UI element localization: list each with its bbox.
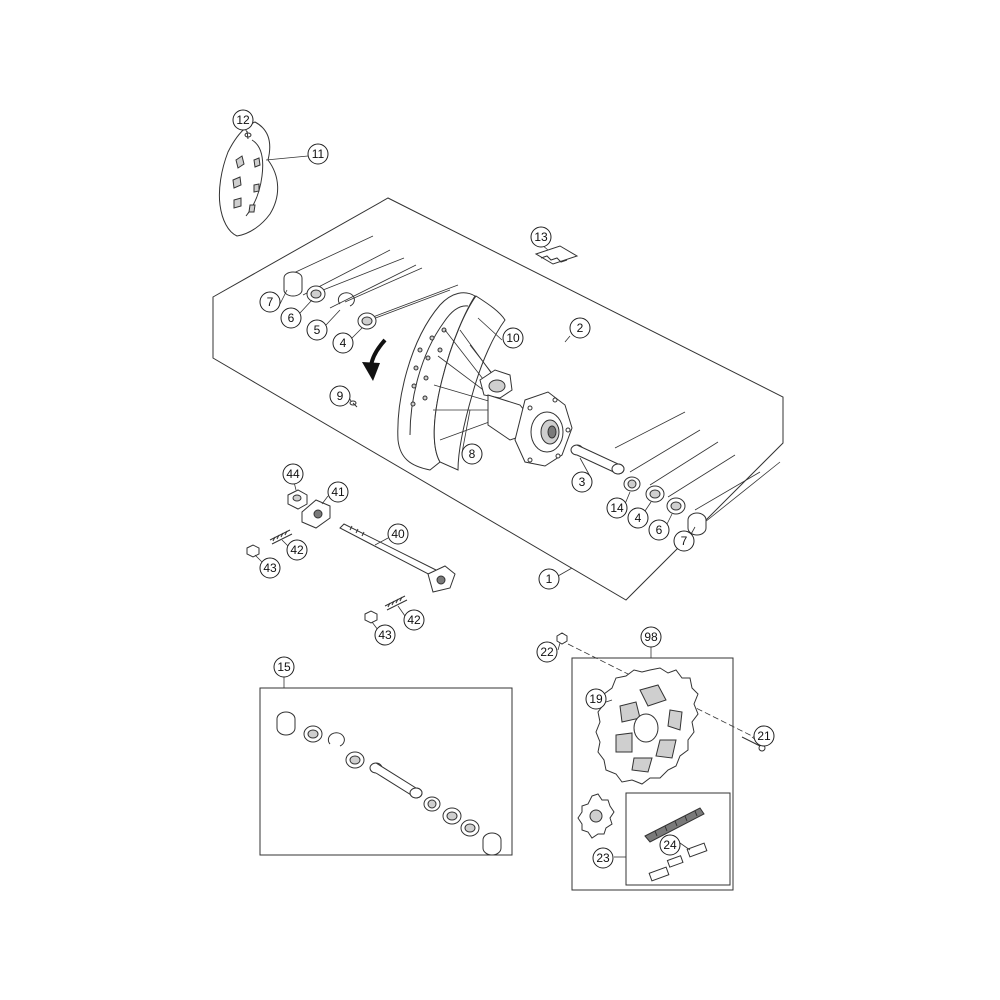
callout-42b: 42 [403,609,425,631]
callout-1: 1 [538,568,560,590]
svg-text:8: 8 [469,447,476,461]
svg-text:40: 40 [391,527,405,541]
valve-screw [349,400,358,408]
svg-text:24: 24 [663,838,677,852]
callout-5: 5 [306,319,328,341]
front-sprocket [577,793,615,839]
callout-13: 13 [530,226,552,248]
callout-43b: 43 [374,624,396,646]
left-guide-lines [284,235,459,323]
lock-nut-right [364,610,378,624]
svg-text:12: 12 [236,113,250,127]
svg-text:43: 43 [263,561,277,575]
bearing-kit-parts [276,711,502,856]
svg-text:14: 14 [610,501,624,515]
svg-text:11: 11 [312,147,325,161]
distance-sleeve [570,444,625,475]
seal-ring-right [666,497,686,515]
svg-text:2: 2 [577,321,584,335]
svg-text:7: 7 [267,295,274,309]
spacer-right [687,512,707,536]
shaft-seal-left [306,285,326,303]
svg-text:23: 23 [596,851,610,865]
callout-10: 10 [502,327,524,349]
callout-2: 2 [569,317,591,339]
svg-text:21: 21 [757,729,771,743]
bearing-kit-frame [259,677,513,856]
adjusting-screw-right [384,595,408,611]
svg-text:10: 10 [506,331,520,345]
right-guide-lines [614,411,781,523]
callout-11: 11 [307,143,329,165]
callout-22: 22 [536,641,558,663]
callout-7b: 7 [673,530,695,552]
svg-text:1: 1 [546,572,553,586]
svg-text:13: 13 [534,230,548,244]
svg-text:6: 6 [656,523,663,537]
svg-text:19: 19 [589,692,603,706]
svg-text:7: 7 [681,534,688,548]
hub [479,369,573,467]
svg-text:42: 42 [290,543,304,557]
chain-links [648,842,708,882]
rotation-arrow [362,338,387,381]
svg-text:42: 42 [407,613,421,627]
callout-14: 14 [606,497,628,519]
callout-6: 6 [280,307,302,329]
callout-44: 44 [282,463,304,485]
svg-text:44: 44 [286,467,300,481]
callout-9: 9 [329,385,351,407]
callout-19: 19 [585,688,607,710]
svg-text:22: 22 [540,645,554,659]
axle-nut [287,489,308,510]
callout-23: 23 [592,847,614,869]
chain-kit-frame [571,647,734,891]
callout-40: 40 [387,523,409,545]
callout-7: 7 [259,291,281,313]
circlip-left [337,292,355,307]
callout-4: 4 [332,332,354,354]
bearing-left [357,312,377,330]
callout-43: 43 [259,557,281,579]
adjusting-screw-left [269,529,293,545]
callout-4b: 4 [627,507,649,529]
svg-text:4: 4 [340,336,347,350]
disc-screw [244,130,252,140]
rim [397,292,506,471]
shaft-seal-right [623,476,641,492]
svg-text:41: 41 [331,485,345,499]
wheel-spindle [339,523,456,593]
callout-42: 42 [286,539,308,561]
rim-spoke-holes [410,327,447,407]
callout-12: 12 [232,109,254,131]
callout-15: 15 [273,656,295,678]
callout-3: 3 [571,471,593,493]
callout-21: 21 [753,725,775,747]
spacer-left [283,271,303,297]
svg-text:6: 6 [288,311,295,325]
chain [644,807,705,843]
svg-text:3: 3 [579,475,586,489]
svg-text:4: 4 [635,511,642,525]
lock-nut-left [246,544,260,558]
chain-adjuster [301,499,331,529]
rear-sprocket [595,667,699,785]
brake-disc [218,121,279,237]
bearing-right [645,485,665,503]
svg-text:15: 15 [277,660,291,674]
rim-strip [534,245,579,265]
sprocket-bolt [556,632,568,645]
callout-8: 8 [461,443,483,465]
svg-text:5: 5 [314,323,321,337]
callout-98: 98 [640,626,662,648]
wheel-assembly-frame [212,197,784,601]
callout-6b: 6 [648,519,670,541]
callout-24: 24 [659,834,681,856]
svg-text:98: 98 [644,630,658,644]
callout-41: 41 [327,481,349,503]
svg-text:43: 43 [378,628,392,642]
svg-text:9: 9 [337,389,344,403]
